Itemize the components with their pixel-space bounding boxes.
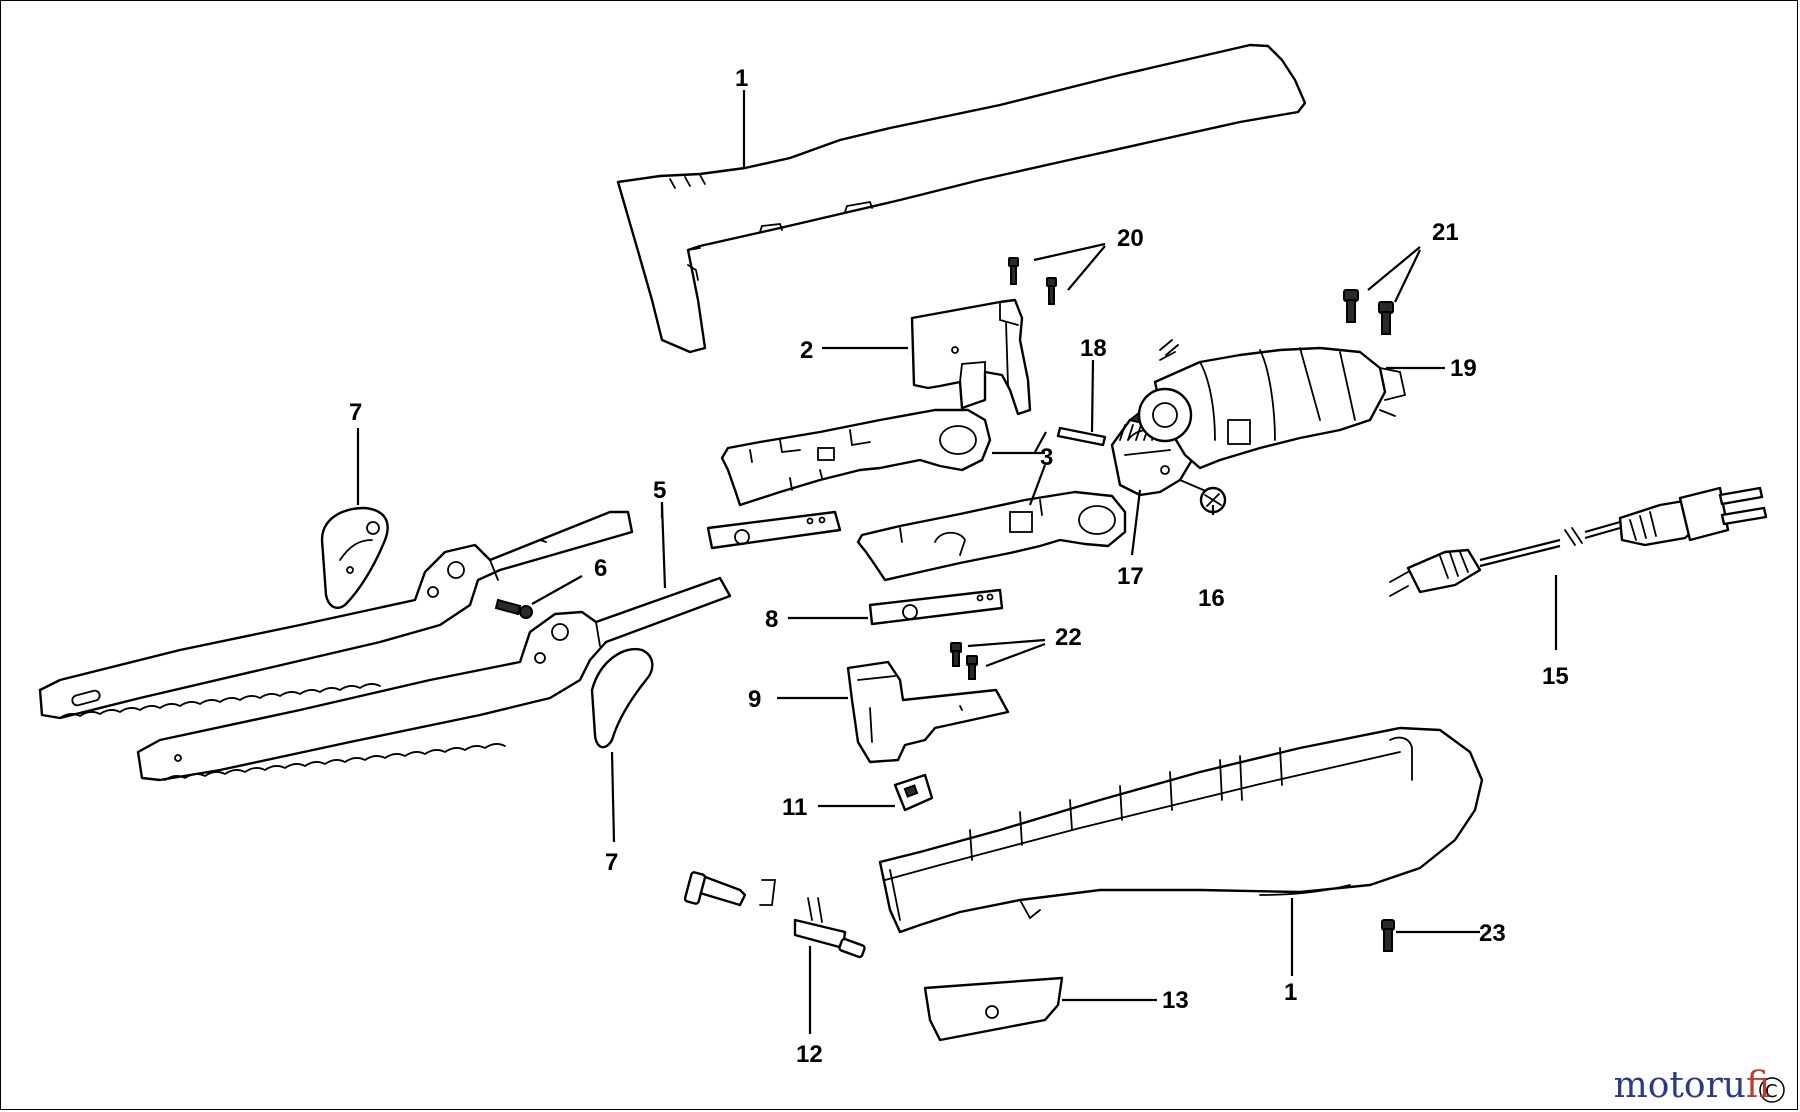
part-switch-clip[interactable] — [893, 773, 934, 812]
callout-19: 19 — [1450, 355, 1477, 382]
callout-6: 6 — [594, 555, 607, 582]
part-blade-lower[interactable] — [136, 576, 732, 782]
part-release-button-upper[interactable] — [320, 506, 389, 609]
part-guide-plate-lower[interactable] — [856, 490, 1127, 582]
part-release-button-lower[interactable] — [590, 647, 654, 749]
part-screw-6[interactable] — [494, 598, 533, 619]
callout-5: 5 — [653, 477, 666, 504]
part-blade-holder-upper[interactable] — [706, 510, 842, 550]
callout-labels: 1 1 2 3 5 6 7 7 8 9 11 12 13 15 16 17 18… — [349, 65, 1569, 1068]
watermark-logo: motorufi — [1614, 1065, 1770, 1106]
part-bottom-cover[interactable] — [923, 976, 1064, 1042]
watermark-part2: f — [1745, 1065, 1770, 1106]
callout-18: 18 — [1080, 335, 1107, 362]
callout-7-lower: 7 — [605, 849, 618, 876]
callout-16: 16 — [1198, 585, 1225, 612]
part-screws-21[interactable] — [1343, 289, 1394, 335]
callout-7-upper: 7 — [349, 399, 362, 426]
callout-15: 15 — [1542, 663, 1569, 690]
part-upper-housing[interactable] — [616, 43, 1307, 354]
watermark-part1: motoru — [1613, 1065, 1746, 1106]
callout-11: 11 — [782, 794, 807, 821]
part-blade-holder-lower[interactable] — [868, 588, 1004, 626]
callout-1-upper: 1 — [735, 65, 748, 92]
callout-22: 22 — [1055, 624, 1082, 651]
part-cover-bracket[interactable] — [910, 298, 1032, 416]
callout-8: 8 — [765, 606, 778, 633]
copyright-mark: C — [1759, 1077, 1785, 1103]
part-release-lever-left[interactable] — [683, 871, 777, 907]
callout-23: 23 — [1479, 920, 1506, 947]
part-power-cord[interactable] — [1389, 486, 1768, 597]
leader-lines — [356, 90, 1558, 1034]
part-release-lever-right[interactable] — [793, 897, 866, 959]
part-screws-22[interactable] — [950, 642, 978, 680]
part-blade-upper[interactable] — [38, 510, 634, 720]
copyright-symbol: C — [1765, 1081, 1778, 1102]
callout-21: 21 — [1432, 219, 1459, 246]
part-motor[interactable] — [1137, 339, 1407, 496]
part-lower-housing[interactable] — [878, 726, 1484, 934]
callout-9: 9 — [748, 686, 761, 713]
callout-1-lower: 1 — [1284, 979, 1297, 1006]
part-guide-plate-upper[interactable] — [720, 408, 992, 507]
callout-3: 3 — [1040, 444, 1053, 471]
part-screws-20[interactable] — [1008, 257, 1057, 305]
part-switch-actuator[interactable] — [846, 660, 1010, 764]
callout-2: 2 — [800, 337, 813, 364]
callout-20: 20 — [1117, 225, 1144, 252]
part-screw-23[interactable] — [1381, 919, 1395, 952]
callout-17: 17 — [1117, 563, 1144, 590]
callout-12: 12 — [796, 1041, 823, 1068]
callout-13: 13 — [1162, 987, 1189, 1014]
